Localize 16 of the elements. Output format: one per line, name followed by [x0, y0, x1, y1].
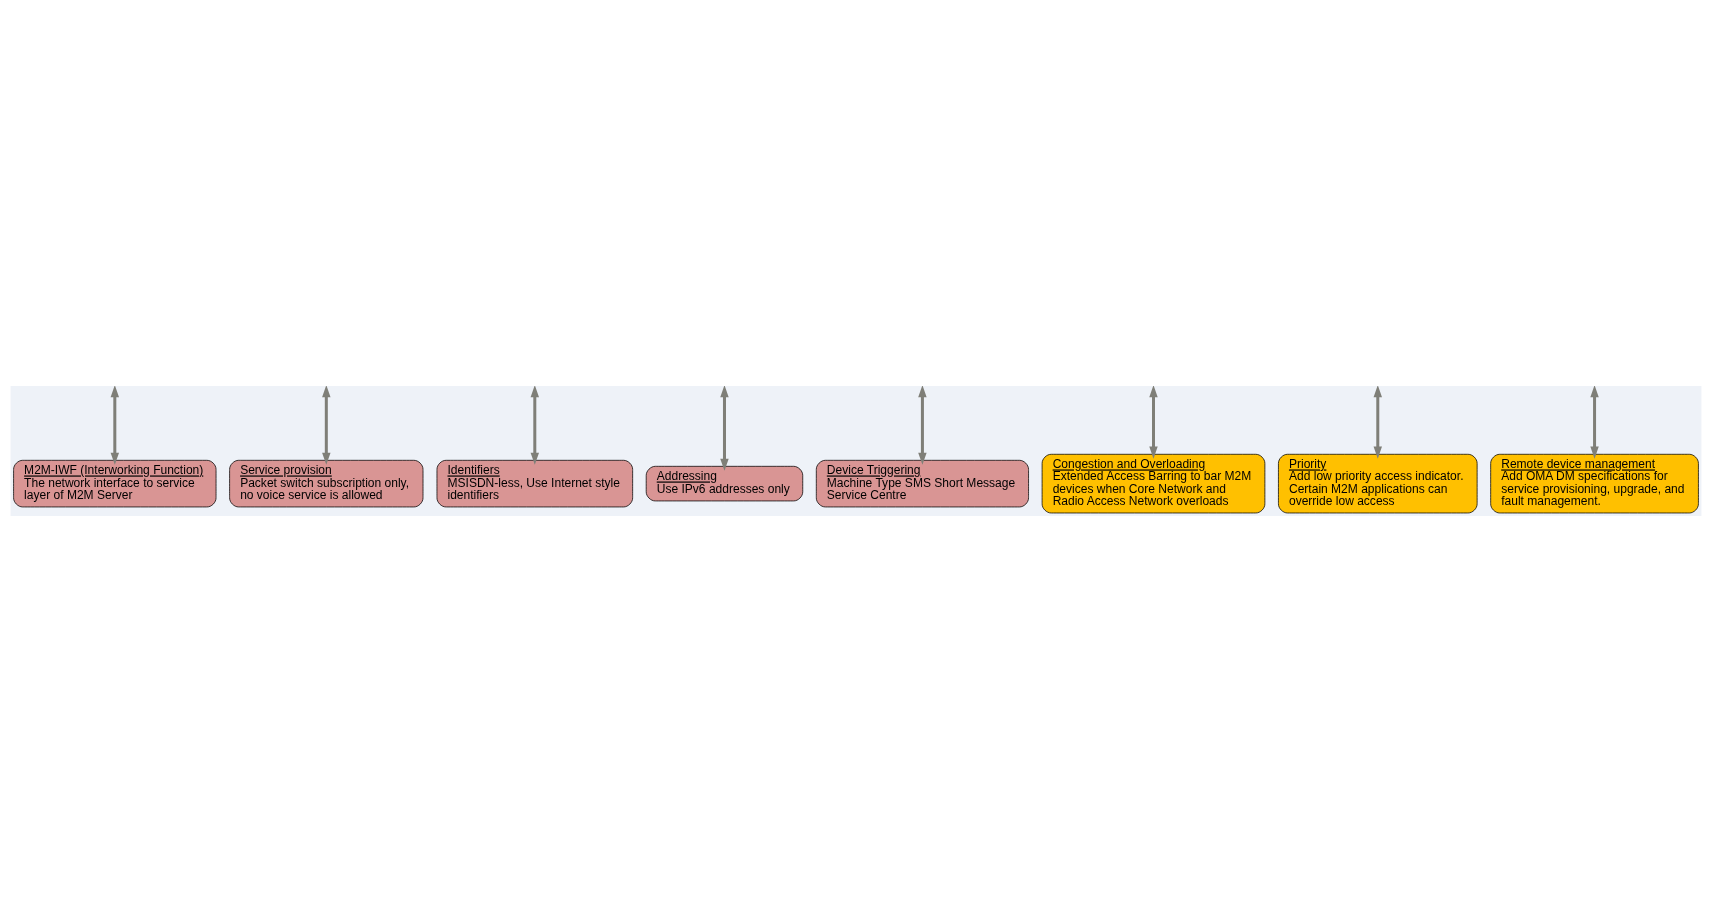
arrow — [1373, 386, 1382, 459]
arrow — [322, 386, 331, 465]
arrow — [530, 386, 540, 465]
arrow — [720, 386, 729, 471]
node-box: Device Triggering Machine Type SMS Short Message Service Centre — [815, 459, 1029, 508]
arrow — [918, 386, 927, 465]
node-box: Identifiers MSISDN-less, Use Internet style identifiers — [436, 459, 634, 508]
node-box: Addressing Use IPv6 addresses only — [645, 465, 804, 502]
node-box: M2M-IWF (Interworking Function) The network interface to service layer of M2M Server — [13, 459, 217, 508]
arrow — [110, 386, 120, 465]
arrow — [1149, 386, 1158, 459]
node-box: Service provision Packet switch subscription only, no voice service is allowed — [229, 459, 424, 508]
node-box: Congestion and Overloading Extended Access Barring to bar M2M devices when Core Network and Radio Access Network overloads — [1041, 453, 1266, 514]
arrow — [1590, 386, 1599, 459]
node-box: Remote device management Add OMA DM specifications for service provisioning, upgrade, and fault management. — [1490, 453, 1699, 514]
node-box: Priority Add low priority access indicator. Certain M2M applications can override low access — [1278, 453, 1478, 514]
